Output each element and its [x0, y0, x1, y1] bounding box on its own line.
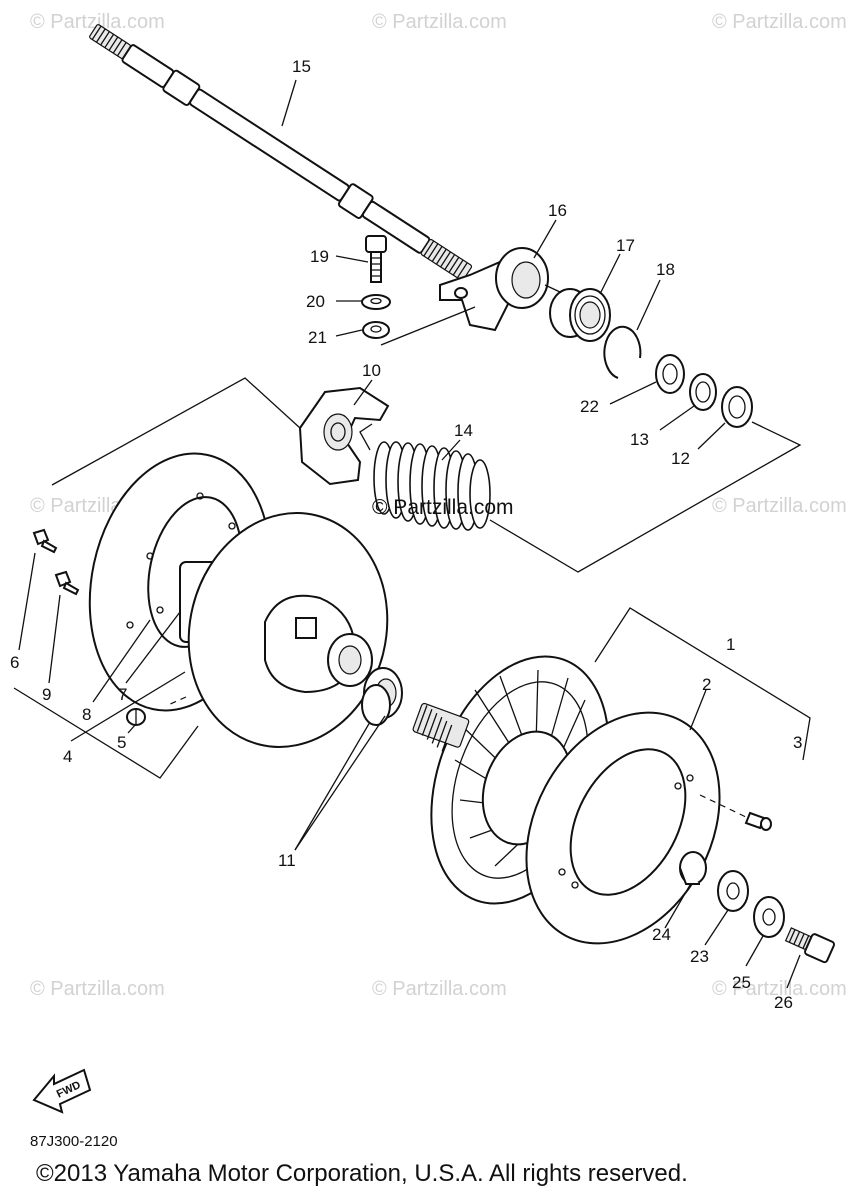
callout-15: 15: [292, 57, 311, 76]
leader-lines: [18, 79, 801, 989]
fwd-arrow-icon: FWD: [32, 1068, 92, 1114]
callout-8: 8: [82, 705, 91, 724]
collar-part-24[interactable]: [679, 851, 707, 885]
watermark-bottom-right: © Partzilla.com: [712, 978, 847, 1000]
washer-part-20[interactable]: [361, 294, 391, 310]
callout-20: 20: [306, 292, 325, 311]
callout-3: 3: [793, 733, 802, 752]
callout-19: 19: [310, 247, 329, 266]
bolt-part-19[interactable]: [365, 235, 387, 283]
callout-1: 1: [726, 635, 735, 654]
bolt-part-9[interactable]: [54, 570, 80, 596]
watermark-bottom-center: © Partzilla.com: [372, 978, 507, 1000]
watermarks: © Partzilla.com © Partzilla.com © Partzi…: [30, 11, 847, 1000]
washer-part-12[interactable]: [721, 386, 753, 428]
copyright-notice: ©2013 Yamaha Motor Corporation, U.S.A. A…: [36, 1160, 688, 1187]
bearing-part-17[interactable]: [549, 288, 611, 342]
watermark-top-center: © Partzilla.com: [372, 11, 507, 33]
callout-10: 10: [362, 361, 381, 380]
bolt-part-26[interactable]: [784, 924, 836, 964]
shaft-part-15[interactable]: [86, 20, 474, 285]
watermark-top-left: © Partzilla.com: [30, 11, 165, 33]
callout-14: 14: [454, 421, 473, 440]
bolt-part-3[interactable]: [744, 811, 772, 831]
callout-13: 13: [630, 430, 649, 449]
bolt-part-6[interactable]: [32, 528, 58, 554]
circlip-part-18[interactable]: [603, 325, 642, 379]
callout-21: 21: [308, 328, 327, 347]
center-watermark: © Partzilla.com: [372, 496, 514, 519]
callout-16: 16: [548, 201, 567, 220]
spring-part-14[interactable]: [359, 423, 491, 531]
washer-part-21[interactable]: [362, 321, 390, 339]
callout-labels: 1 2 3 4 5 6 7 8 9 10 11 12 13 14 15 16 1…: [10, 57, 802, 1012]
movable-sheave[interactable]: [164, 492, 411, 768]
callout-11: 11: [278, 851, 296, 870]
callout-26: 26: [774, 993, 793, 1012]
callout-9: 9: [42, 685, 51, 704]
callout-17: 17: [616, 236, 635, 255]
callout-12: 12: [671, 449, 690, 468]
callout-2: 2: [702, 675, 711, 694]
callout-5: 5: [117, 733, 126, 752]
bracket-part-16[interactable]: [439, 247, 561, 332]
callout-18: 18: [656, 260, 675, 279]
callout-23: 23: [690, 947, 709, 966]
callout-7: 7: [118, 685, 127, 704]
seal-part-11[interactable]: [361, 667, 403, 726]
washer-part-23[interactable]: [717, 870, 749, 912]
watermark-mid-right: © Partzilla.com: [712, 495, 847, 517]
washer-part-25[interactable]: [753, 896, 785, 938]
callout-22: 22: [580, 397, 599, 416]
washer-part-22[interactable]: [655, 354, 685, 394]
pin-part-5[interactable]: [126, 708, 146, 726]
cam-part-10[interactable]: [298, 386, 390, 486]
watermark-top-right: © Partzilla.com: [712, 11, 847, 33]
callout-4: 4: [63, 747, 72, 766]
callout-6: 6: [10, 653, 19, 672]
callout-24: 24: [652, 925, 671, 944]
callout-25: 25: [732, 973, 751, 992]
ring-part-13[interactable]: [689, 373, 717, 411]
diagram-code: 87J300-2120: [30, 1133, 118, 1150]
plate-part-2[interactable]: [488, 679, 758, 977]
watermark-bottom-left: © Partzilla.com: [30, 978, 165, 1000]
